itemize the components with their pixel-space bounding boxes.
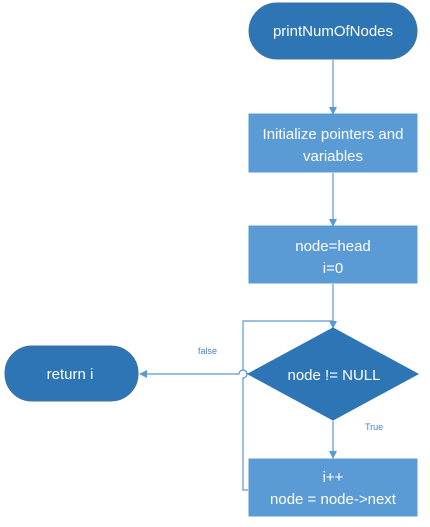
increment-process-line-1: i++ bbox=[323, 469, 344, 486]
assign-process: node=head i=0 bbox=[248, 225, 418, 284]
assign-process-shape bbox=[248, 225, 418, 284]
assign-process-line-2: i=0 bbox=[323, 260, 343, 277]
decision-label: node != NULL bbox=[288, 367, 381, 384]
increment-process: i++ node = node->next bbox=[248, 458, 418, 517]
start-terminal-shape bbox=[248, 2, 418, 60]
increment-process-line-2: node = node->next bbox=[270, 491, 397, 508]
return-terminal-shape bbox=[4, 345, 139, 402]
increment-process-shape bbox=[248, 458, 418, 517]
init-process-line-2: variables bbox=[303, 148, 363, 165]
start-terminal: printNumOfNodes bbox=[248, 2, 418, 60]
return-terminal: return i bbox=[4, 345, 139, 402]
return-terminal-label: return i bbox=[47, 366, 94, 383]
init-process-line-1: Initialize pointers and bbox=[263, 126, 404, 143]
init-process: Initialize pointers and variables bbox=[248, 113, 418, 173]
false-label: false bbox=[198, 346, 217, 356]
true-label: True bbox=[365, 422, 383, 432]
start-terminal-label: printNumOfNodes bbox=[273, 23, 393, 40]
decision-shape bbox=[246, 327, 420, 421]
assign-process-line-1: node=head bbox=[295, 238, 371, 255]
init-process-shape bbox=[248, 113, 418, 173]
edge-decision-to-return bbox=[139, 369, 248, 378]
decision-node: node != NULL bbox=[246, 327, 420, 421]
